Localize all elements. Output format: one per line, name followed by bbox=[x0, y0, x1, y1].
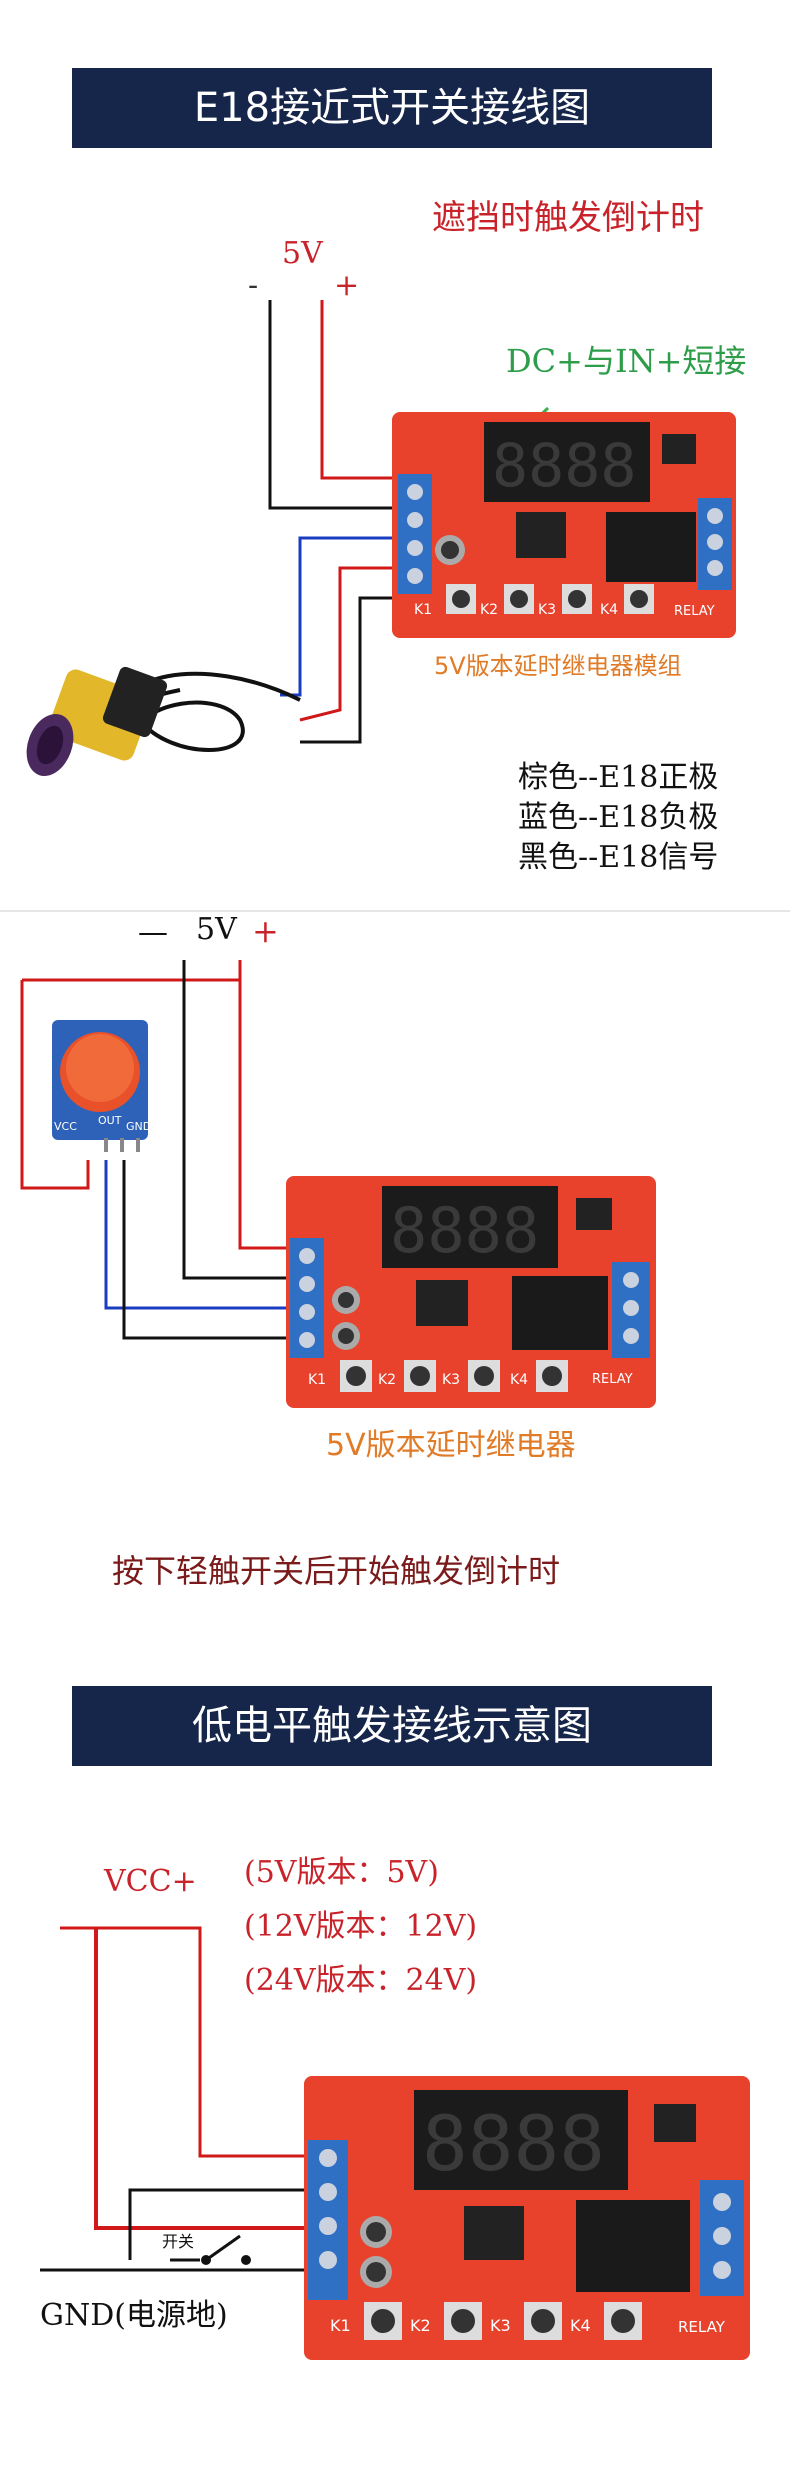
svg-text:8888: 8888 bbox=[390, 1194, 539, 1267]
e18-sensor-image bbox=[26, 666, 168, 776]
relay-module-board-1: 8888 K1 K2 K3 K4 RELAY bbox=[392, 412, 736, 638]
section-divider-1 bbox=[0, 910, 790, 912]
version-12v: (12V版本：12V) bbox=[244, 1909, 478, 1944]
section1-title-banner: E18接近式开关接线图 bbox=[72, 68, 712, 148]
section1-voltage-label: 5V bbox=[282, 236, 323, 271]
relay-label-2: RELAY bbox=[592, 1372, 633, 1387]
section1-plus-label: + bbox=[334, 268, 360, 303]
key-k1-label-3: K1 bbox=[330, 2316, 351, 2335]
version-5v: (5V版本：5V) bbox=[244, 1855, 439, 1890]
relay-module-board-2: 8888 K1 K2 K3 K4 RELAY bbox=[286, 1176, 656, 1408]
key-k4-label-2: K4 bbox=[510, 1372, 529, 1388]
pin-out-label: OUT bbox=[98, 1114, 122, 1127]
legend-blue: 蓝色--E18负极 bbox=[518, 800, 719, 835]
key-k3-label-1: K3 bbox=[538, 602, 557, 618]
svg-text:8888: 8888 bbox=[422, 2099, 605, 2188]
switch-symbol bbox=[170, 2234, 251, 2265]
relay-label-3: RELAY bbox=[678, 2318, 725, 2336]
key-k4-label-1: K4 bbox=[600, 602, 619, 618]
relay-module-drawing-2: 8888 bbox=[286, 1176, 656, 1408]
push-button-drawing bbox=[52, 1020, 148, 1152]
relay-module-drawing-3: 8888 bbox=[304, 2076, 750, 2360]
relay-module-drawing-1: 8888 bbox=[392, 412, 736, 638]
section1-subtitle: 遮挡时触发倒计时 bbox=[432, 198, 704, 238]
key-k2-label-1: K2 bbox=[480, 602, 499, 618]
section2-caption: 按下轻触开关后开始触发倒计时 bbox=[112, 1552, 561, 1590]
key-k3-label-2: K3 bbox=[442, 1372, 461, 1388]
section2-module-label: 5V版本延时继电器 bbox=[326, 1428, 576, 1463]
key-k3-label-3: K3 bbox=[490, 2316, 511, 2335]
section1-title: E18接近式开关接线图 bbox=[193, 85, 591, 131]
pin-vcc-label: VCC bbox=[54, 1120, 77, 1133]
section3-title: 低电平触发接线示意图 bbox=[192, 1703, 592, 1749]
section2-minus-label: — bbox=[138, 915, 168, 950]
legend-black: 黑色--E18信号 bbox=[518, 840, 719, 875]
section1-module-label: 5V版本延时继电器模组 bbox=[434, 652, 682, 680]
section2-voltage-label: 5V bbox=[196, 912, 237, 947]
version-24v: (24V版本：24V) bbox=[244, 1963, 478, 1998]
section2-wiring bbox=[20, 960, 290, 1340]
key-k2-label-2: K2 bbox=[378, 1372, 397, 1388]
key-k4-label-3: K4 bbox=[570, 2316, 591, 2335]
gnd-label: GND(电源地) bbox=[40, 2298, 228, 2333]
section3-vcc-label: VCC+ bbox=[104, 1864, 197, 1899]
relay-module-board-3: 8888 K1 K2 K3 K4 RELAY bbox=[304, 2076, 750, 2360]
legend-brown: 棕色--E18正极 bbox=[518, 760, 719, 795]
push-button-module: VCC OUT GND bbox=[44, 1002, 156, 1152]
relay-label-1: RELAY bbox=[674, 604, 715, 619]
switch-label: 开关 bbox=[162, 2232, 195, 2251]
key-k1-label-1: K1 bbox=[414, 602, 433, 618]
section1-minus-label: - bbox=[248, 268, 259, 303]
svg-text:8888: 8888 bbox=[492, 431, 637, 501]
key-k2-label-3: K2 bbox=[410, 2316, 431, 2335]
section1-legend: 棕色--E18正极 蓝色--E18负极 黑色--E18信号 bbox=[518, 758, 718, 878]
section3-title-banner: 低电平触发接线示意图 bbox=[72, 1686, 712, 1766]
section3-versions: (5V版本：5V) (12V版本：12V) (24V版本：24V) bbox=[244, 1846, 477, 2008]
section2-plus-label: + bbox=[252, 912, 279, 950]
section1-short-note: DC+与IN+短接 bbox=[506, 342, 747, 380]
key-k1-label-2: K1 bbox=[308, 1372, 327, 1388]
pin-gnd-label: GND bbox=[126, 1120, 152, 1133]
